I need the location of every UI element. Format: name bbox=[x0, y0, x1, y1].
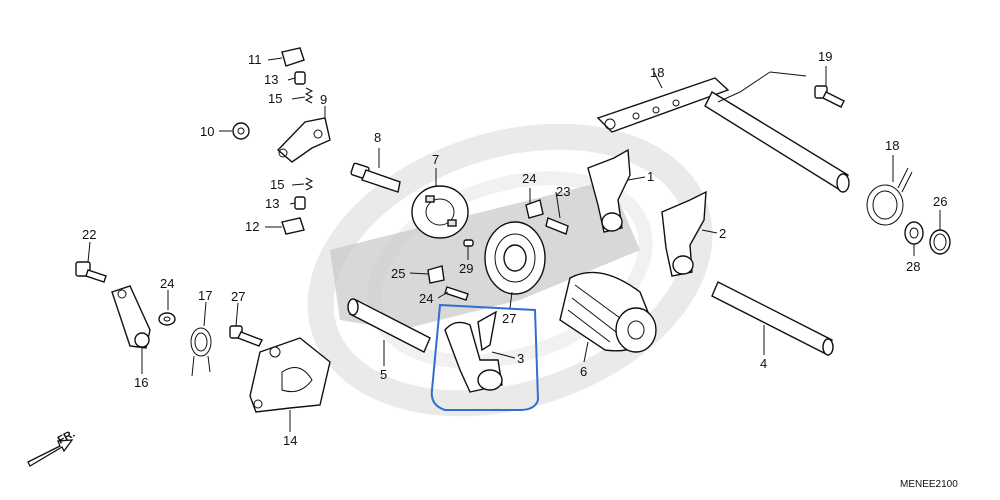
part-15-spring-top bbox=[304, 87, 314, 104]
label-part-12: 12 bbox=[245, 219, 259, 234]
front-direction-arrow: FR. bbox=[27, 428, 77, 467]
part-13-collar-lower bbox=[294, 196, 306, 210]
label-part-15-top: 15 bbox=[268, 91, 282, 106]
label-part-24-top: 24 bbox=[522, 171, 536, 186]
part-labels: 11 13 15 9 10 8 15 13 12 7 18 19 18 26 2… bbox=[82, 49, 947, 448]
label-part-21: 22 bbox=[82, 227, 96, 242]
part-4-fork-shaft bbox=[711, 281, 834, 356]
part-11-cap bbox=[281, 47, 305, 67]
part-6-shift-drum bbox=[559, 271, 657, 353]
label-part-13-lower: 13 bbox=[265, 196, 279, 211]
label-part-4: 4 bbox=[760, 356, 767, 371]
label-part-15-lower: 15 bbox=[270, 177, 284, 192]
label-part-18: 18 bbox=[650, 65, 664, 80]
label-part-19: 18 bbox=[885, 138, 899, 153]
part-22-bolt-center bbox=[444, 286, 469, 301]
diagram-code: MENEE2100 bbox=[900, 479, 958, 490]
part-26-bearing bbox=[484, 221, 546, 295]
part-18-shift-spindle bbox=[596, 77, 850, 193]
part-28-washer bbox=[904, 221, 924, 245]
label-part-25: 26 bbox=[933, 194, 947, 209]
part-21-bolt bbox=[75, 261, 107, 283]
leader-lines bbox=[87, 57, 941, 432]
label-part-1: 1 bbox=[647, 169, 654, 184]
label-part-5: 5 bbox=[380, 367, 387, 382]
label-part-9: 9 bbox=[320, 92, 327, 107]
part-13-collar-top bbox=[294, 71, 306, 85]
label-part-20: 19 bbox=[818, 49, 832, 64]
label-part-16: 16 bbox=[134, 375, 148, 390]
part-9-stopper-arm bbox=[276, 117, 331, 163]
part-3-shift-fork bbox=[444, 310, 503, 393]
label-part-14: 14 bbox=[283, 433, 297, 448]
part-16-stopper-arm bbox=[111, 285, 151, 349]
part-27-bolt bbox=[229, 325, 263, 347]
front-direction-label: FR. bbox=[56, 428, 77, 447]
label-part-2: 2 bbox=[719, 226, 726, 241]
part-25-circlip bbox=[929, 229, 951, 255]
part-8-bolt bbox=[350, 162, 401, 193]
highlight-box bbox=[430, 303, 540, 411]
label-part-27: 27 bbox=[231, 289, 245, 304]
part-22-bolt-top bbox=[545, 217, 569, 235]
part-14-guide-plate bbox=[249, 337, 331, 413]
label-part-28: 28 bbox=[906, 259, 920, 274]
part-17-spring bbox=[190, 327, 212, 377]
label-part-26: 27 bbox=[502, 311, 516, 326]
label-part-8: 8 bbox=[374, 130, 381, 145]
part-2-shift-fork bbox=[661, 190, 707, 277]
part-10-nut bbox=[232, 122, 250, 140]
label-part-11: 11 bbox=[248, 52, 262, 67]
label-part-13-top: 13 bbox=[264, 72, 278, 87]
label-part-23: 24 bbox=[160, 276, 174, 291]
label-part-10: 10 bbox=[200, 124, 214, 139]
label-part-22-center: 24 bbox=[419, 291, 433, 306]
part-7-drum-center bbox=[411, 185, 469, 239]
label-part-29: 29 bbox=[459, 261, 473, 276]
part-15-spring-lower bbox=[304, 177, 314, 191]
part-19-return-spring bbox=[866, 167, 913, 226]
label-part-17: 17 bbox=[198, 288, 212, 303]
label-part-7: 7 bbox=[432, 152, 439, 167]
part-20-bolt bbox=[814, 85, 845, 108]
part-29-pin bbox=[463, 239, 474, 247]
part-23-washer bbox=[158, 312, 176, 326]
part-5-fork-shaft bbox=[347, 298, 431, 353]
part-12-cap bbox=[281, 217, 305, 235]
part-24-plate-center bbox=[427, 265, 445, 284]
label-part-24-center: 25 bbox=[391, 266, 405, 281]
label-part-6: 6 bbox=[580, 364, 587, 379]
label-part-3: 3 bbox=[517, 351, 524, 366]
part-24-plate-top bbox=[525, 199, 544, 219]
label-part-22-top: 23 bbox=[556, 184, 570, 199]
part-1-shift-fork bbox=[587, 148, 631, 233]
